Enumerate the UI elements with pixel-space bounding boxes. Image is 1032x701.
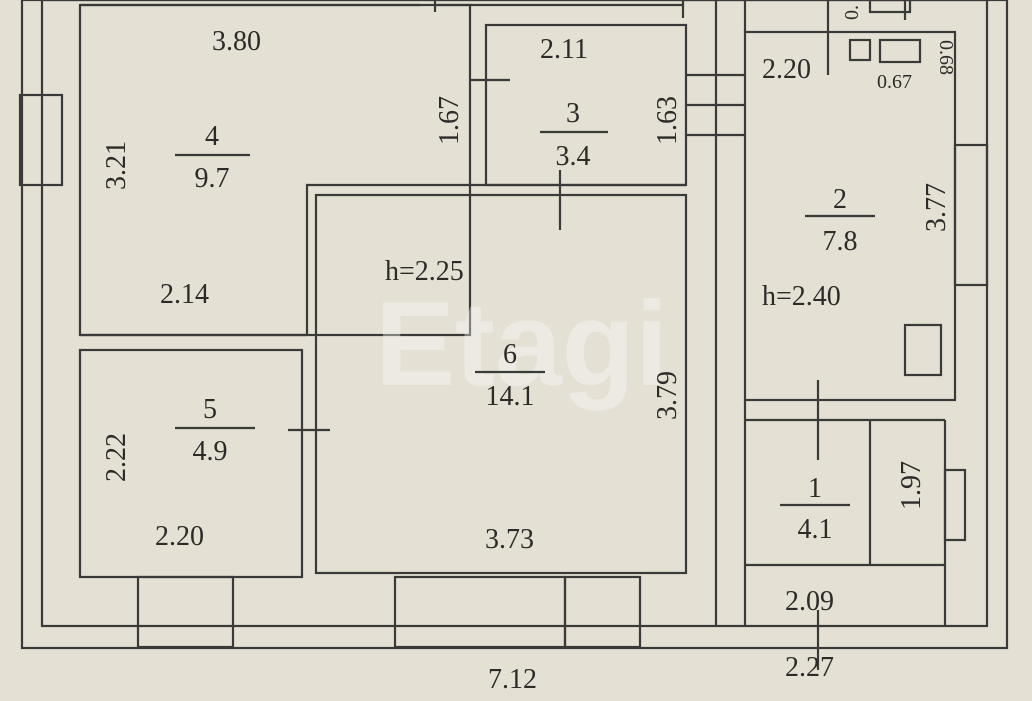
dim-fixture-top: 0.: [841, 5, 863, 20]
dim-r4-top: 3.80: [212, 26, 261, 57]
watermark: Etagi: [375, 277, 668, 411]
dimension-labels: 3.80 3.21 2.14 1.67 2.11 1.63 2.20 3.77 …: [101, 5, 957, 695]
dim-r6-bottom: 3.73: [485, 524, 534, 555]
dim-r4-bottom: 2.14: [160, 279, 209, 310]
room-5-area: 4.9: [193, 436, 228, 467]
dim-r1-side: 1.97: [896, 461, 927, 510]
dim-r3-top: 2.11: [540, 34, 588, 65]
room-6-area: 14.1: [486, 381, 535, 412]
height-main: h=2.25: [385, 256, 464, 287]
dim-fixture-width: 0.67: [877, 71, 912, 93]
dim-r3-side: 1.63: [652, 96, 683, 145]
dim-r5-side: 2.22: [101, 433, 132, 482]
dim-r5-bottom: 2.20: [155, 521, 204, 552]
dim-total-left: 7.12: [488, 664, 537, 695]
room-4-area: 9.7: [195, 163, 230, 194]
room-5-number: 5: [203, 394, 217, 425]
dim-r2-side: 3.77: [921, 183, 952, 232]
room-2-area: 7.8: [823, 226, 858, 257]
dim-r6-side: 3.79: [652, 371, 683, 420]
dim-r2-top: 2.20: [762, 54, 811, 85]
boiler-icon: [848, 38, 872, 62]
dim-r1-bottom: 2.09: [785, 586, 834, 617]
room-1-area: 4.1: [798, 514, 833, 545]
room-1-number: 1: [808, 473, 822, 504]
room-3-number: 3: [566, 98, 580, 129]
room-labels: 4 9.7 3 3.4 2 7.8 6 14.1 5 4.9 1 4.1 h=2…: [175, 98, 875, 545]
stove-icon: [903, 323, 943, 377]
dim-r4-side: 3.21: [101, 141, 132, 190]
dim-r4-inner: 1.67: [434, 96, 465, 145]
walls: [18, 0, 1009, 670]
room-4-number: 4: [205, 121, 219, 152]
height-kitchen: h=2.40: [762, 281, 841, 312]
room-6-number: 6: [503, 339, 517, 370]
dim-total-right: 2.27: [785, 652, 834, 683]
room-3-area: 3.4: [556, 141, 591, 172]
room-2-number: 2: [833, 184, 847, 215]
dim-fixture-height: 0.68: [935, 40, 957, 75]
